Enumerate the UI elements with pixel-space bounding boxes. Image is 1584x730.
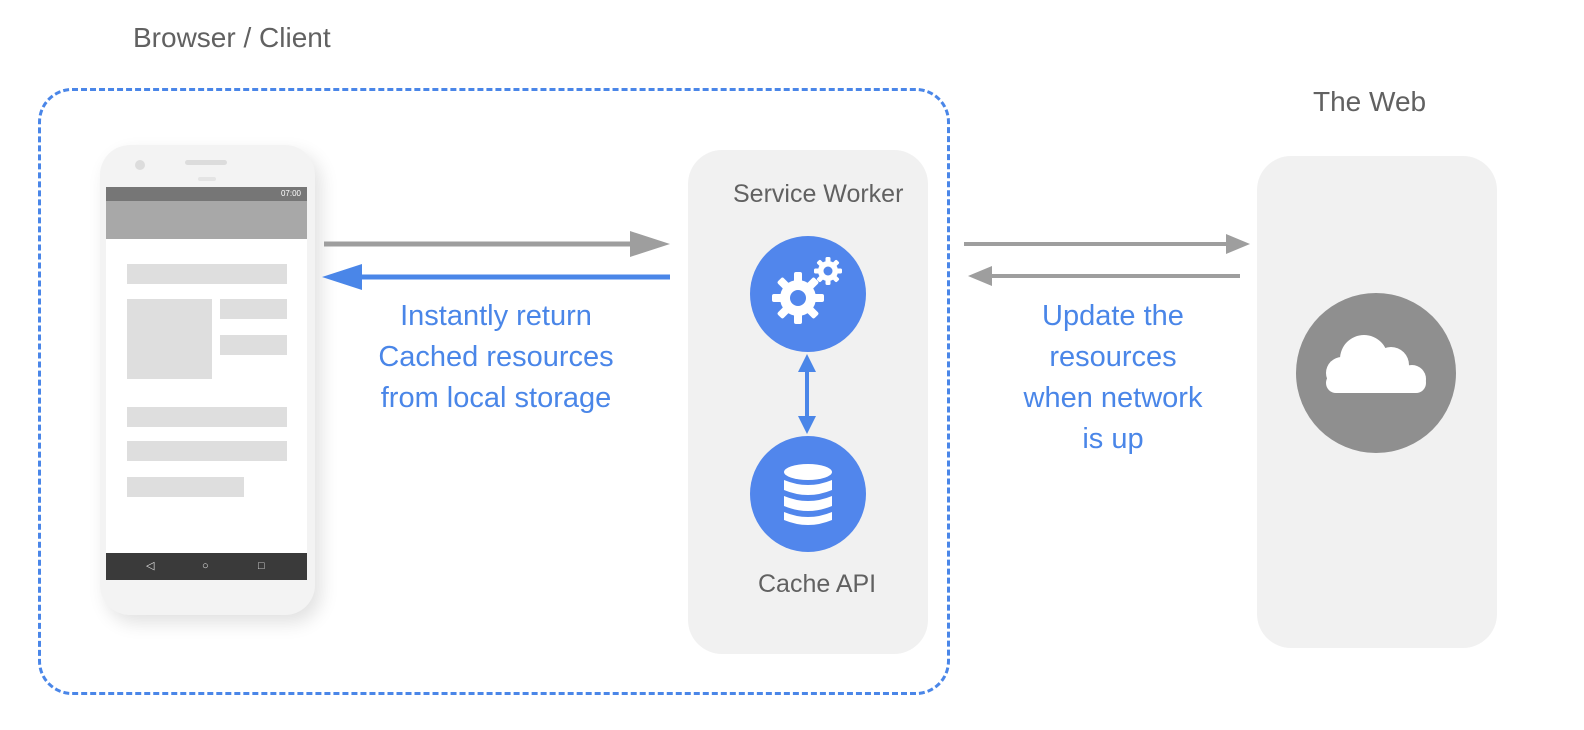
update-resources-caption: Update the resources when network is up xyxy=(1023,300,1203,455)
phone-nav-bar: ◁ ○ □ xyxy=(106,553,307,580)
instant-return-caption: Instantly return Cached resources from l… xyxy=(378,300,614,414)
network-response-arrow xyxy=(968,266,1240,286)
service-worker-label: Service Worker xyxy=(733,180,904,208)
the-web-label: The Web xyxy=(1313,86,1427,117)
browser-client-boundary xyxy=(38,88,950,695)
nav-recent-icon: □ xyxy=(258,560,265,572)
content-placeholder xyxy=(220,335,287,355)
cache-access-arrow xyxy=(798,354,816,434)
content-placeholder xyxy=(127,441,287,461)
phone-screen: 07:00 ◁ ○ □ xyxy=(106,187,307,580)
phone-status-bar: 07:00 xyxy=(106,187,307,201)
phone-app-bar xyxy=(106,201,307,239)
cache-api-label: Cache API xyxy=(758,570,877,598)
gears-icon xyxy=(750,236,866,352)
nav-back-icon: ◁ xyxy=(146,560,155,572)
browser-client-label: Browser / Client xyxy=(133,22,331,53)
phone-speaker xyxy=(185,160,227,165)
status-time: 07:00 xyxy=(280,189,301,198)
content-placeholder xyxy=(127,407,287,427)
content-placeholder xyxy=(127,264,287,284)
content-placeholder xyxy=(127,299,212,379)
nav-home-icon: ○ xyxy=(202,560,209,572)
database-icon xyxy=(750,436,866,552)
request-arrow xyxy=(324,231,670,257)
network-request-arrow xyxy=(964,234,1250,254)
content-placeholder xyxy=(127,477,244,497)
cloud-icon xyxy=(1296,293,1456,453)
phone-camera xyxy=(135,160,145,170)
content-placeholder xyxy=(220,299,287,319)
cached-response-arrow xyxy=(322,264,670,290)
phone-device: 07:00 ◁ ○ □ xyxy=(100,145,315,615)
phone-sensor xyxy=(198,177,216,181)
